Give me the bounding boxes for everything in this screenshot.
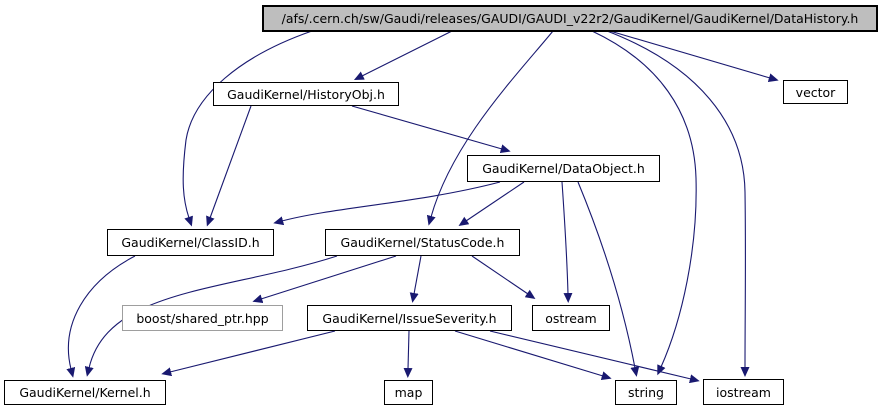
edge-classid-kernel	[66, 255, 136, 378]
edge-statuscode-ostream	[471, 255, 536, 300]
node-kernel[interactable]: GaudiKernel/Kernel.h	[4, 380, 166, 405]
node-issueseverity[interactable]: GaudiKernel/IssueSeverity.h	[307, 305, 512, 331]
edge-statuscode-kernel	[84, 255, 338, 377]
edge-datahistory-historyobj	[353, 30, 453, 81]
edge-issueseverity-map	[403, 330, 413, 378]
edge-issueseverity-iostream	[489, 330, 700, 384]
edge-historyobj-classid	[206, 105, 252, 227]
node-map: map	[384, 380, 433, 405]
node-statuscode[interactable]: GaudiKernel/StatusCode.h	[325, 229, 520, 256]
edge-dataobject-string	[577, 181, 640, 377]
edge-dataobject-ostream	[561, 181, 573, 303]
edge-statuscode-issueseverity	[409, 255, 422, 303]
node-historyobj[interactable]: GaudiKernel/HistoryObj.h	[213, 82, 399, 106]
node-vector: vector	[783, 80, 848, 104]
edge-issueseverity-kernel	[161, 330, 336, 377]
node-ostream: ostream	[532, 305, 610, 331]
edge-datahistory-vector	[609, 30, 779, 83]
edge-dataobject-classid	[273, 181, 501, 226]
node-iostream: iostream	[703, 379, 784, 405]
edge-datahistory-iostream	[606, 30, 750, 377]
node-dataobject[interactable]: GaudiKernel/DataObject.h	[467, 155, 660, 182]
edge-issueseverity-string	[454, 330, 612, 381]
edge-datahistory-string	[591, 30, 697, 376]
node-boost-shared-ptr: boost/shared_ptr.hpp	[122, 305, 283, 331]
edge-datahistory-classid	[182, 30, 313, 227]
edge-datahistory-statuscode	[426, 30, 554, 226]
node-datahistory: /afs/.cern.ch/sw/Gaudi/releases/GAUDI/GA…	[262, 5, 878, 32]
edge-statuscode-boost	[252, 255, 397, 303]
node-classid[interactable]: GaudiKernel/ClassID.h	[107, 229, 274, 256]
node-string: string	[615, 380, 677, 405]
edge-historyobj-dataobject	[351, 105, 511, 154]
edge-dataobject-statuscode	[458, 181, 525, 227]
